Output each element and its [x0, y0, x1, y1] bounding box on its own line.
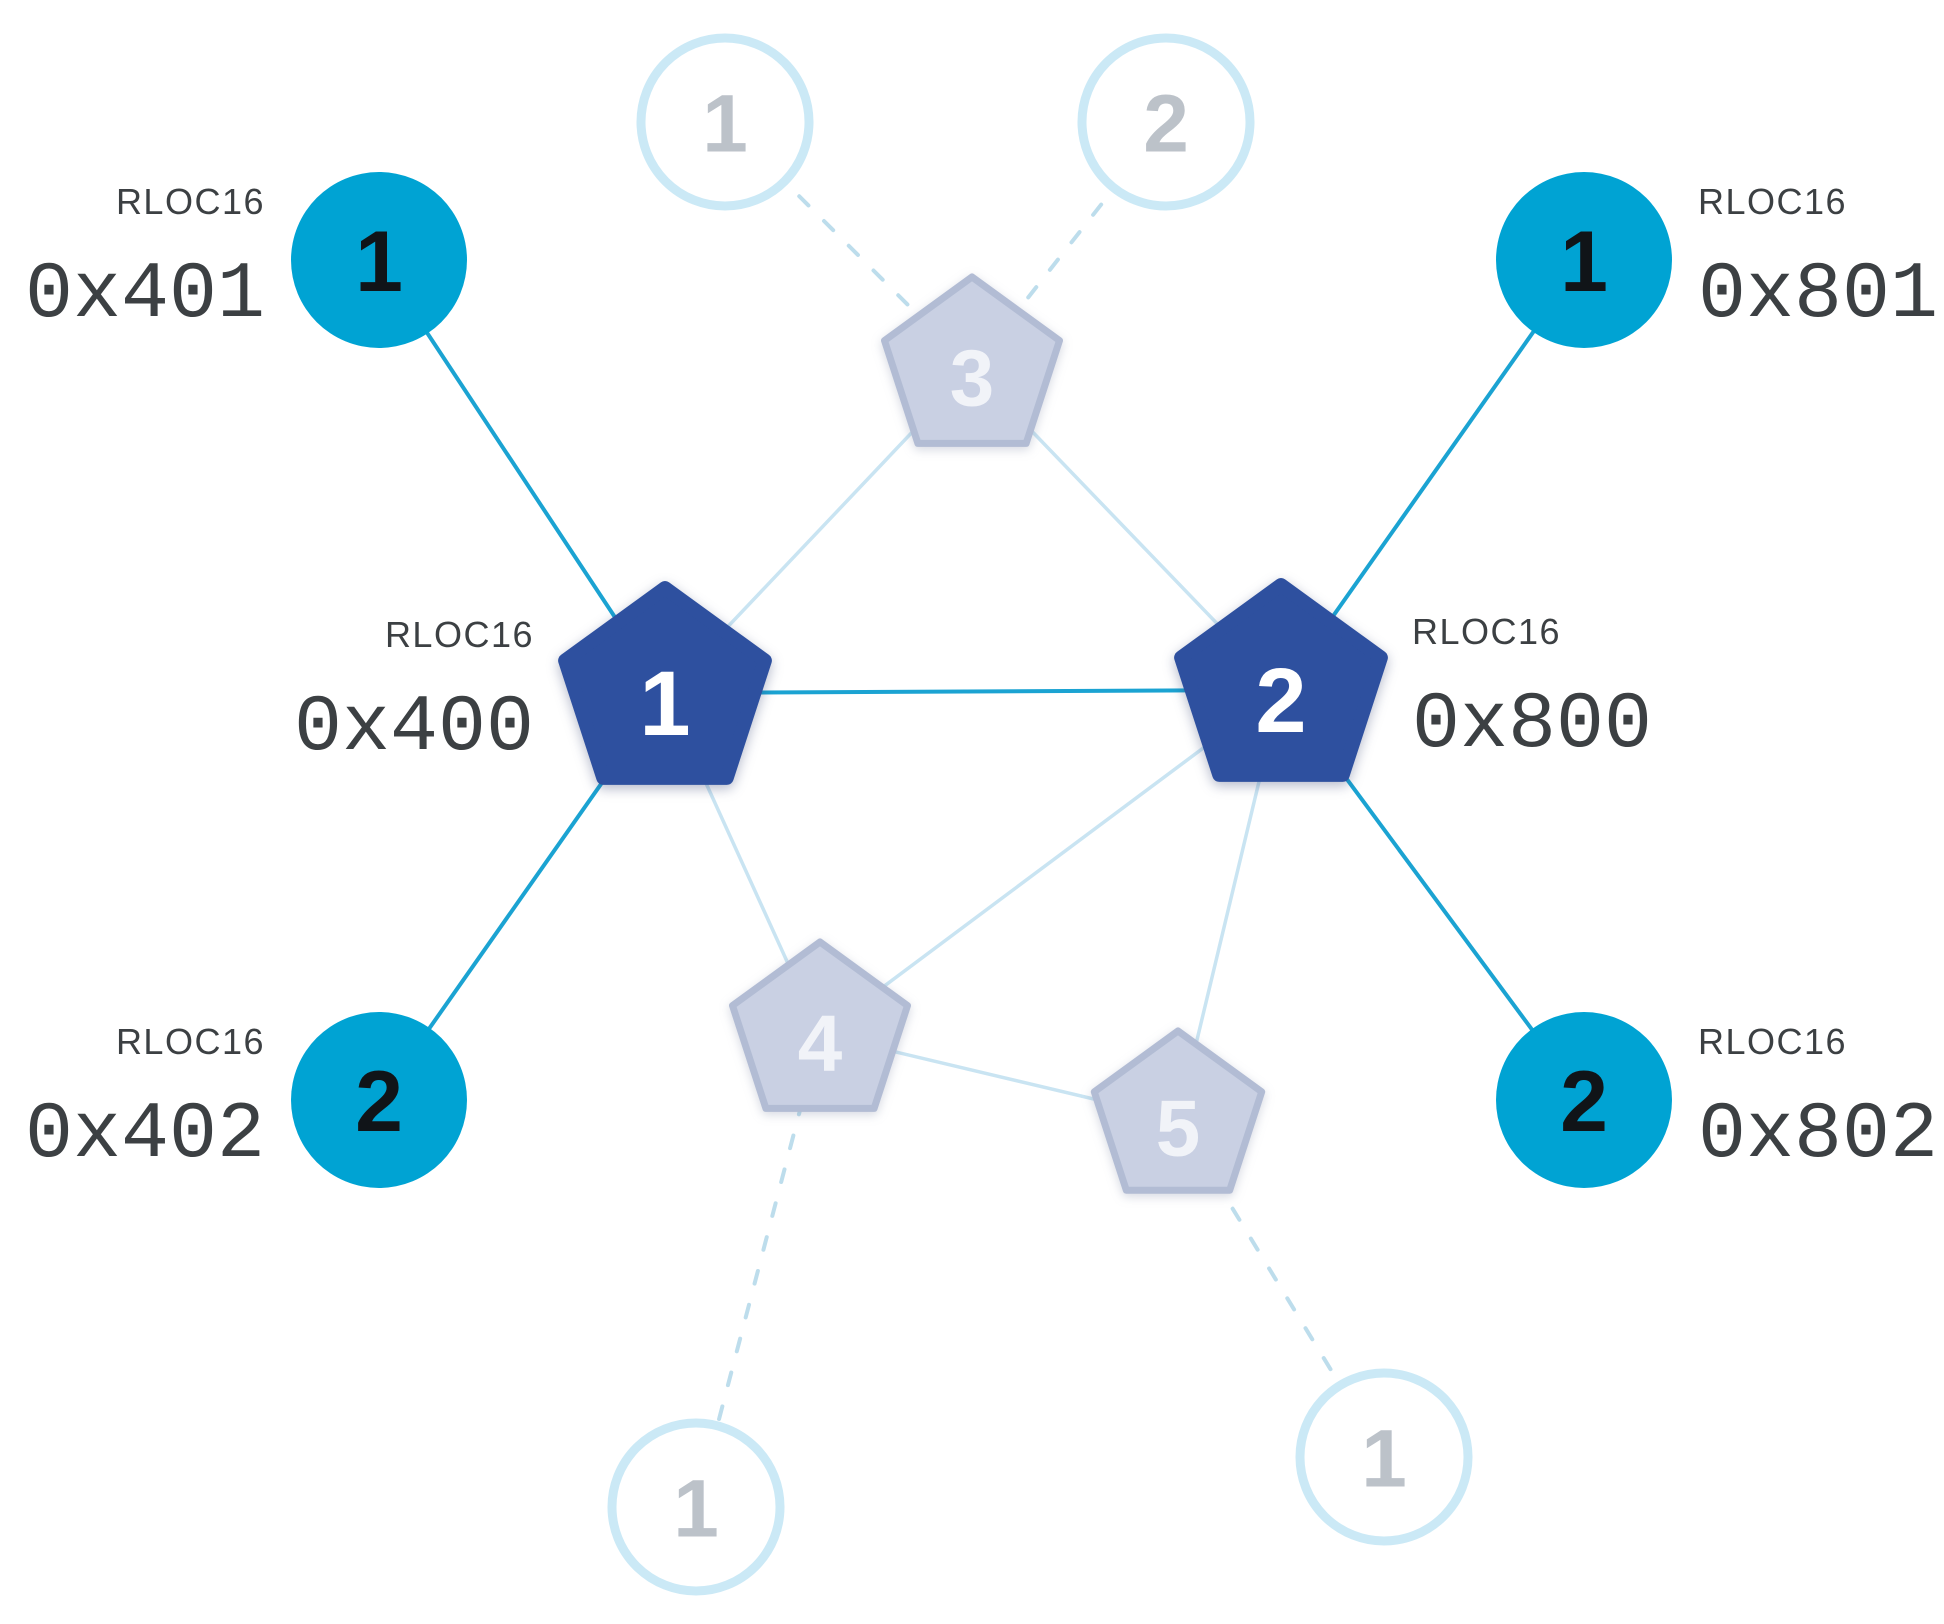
router-pentagon-shape: [729, 938, 911, 1112]
rloc16-value: 0x401: [25, 250, 265, 341]
child-1-of-router-4-node: 1: [607, 1418, 785, 1596]
node-number: 2: [355, 1054, 403, 1150]
child-circle-shape: [291, 172, 467, 348]
rloc16-label: RLOC16: [1412, 611, 1561, 652]
rloc16-value: 0x400: [294, 683, 534, 774]
child-1-of-router-1-node: 1 RLOC16 0x401: [25, 172, 467, 348]
router-2-node: 2 RLOC16 0x800: [1174, 578, 1652, 782]
rloc16-value: 0x802: [1698, 1090, 1938, 1181]
router-5-node: 5: [1090, 1027, 1266, 1194]
rloc16-label: RLOC16: [1698, 181, 1847, 222]
child-2-of-router-2-node: 2 RLOC16 0x802: [1496, 1012, 1938, 1188]
rloc16-value: 0x402: [25, 1090, 265, 1181]
node-number: 1: [639, 653, 690, 755]
child-1-of-router-2-node: 1 RLOC16 0x801: [1496, 172, 1938, 348]
rloc16-label: RLOC16: [385, 614, 534, 655]
child-1-of-router-3-node: 1: [636, 33, 814, 211]
child-1-of-router-5-node: 1: [1295, 1368, 1473, 1546]
child-circle-shape: [1496, 1012, 1672, 1188]
router-pentagon-shape: [558, 581, 772, 785]
child-circle-shape: [636, 33, 814, 211]
router-pentagon-shape: [1090, 1027, 1266, 1194]
node-number: 4: [798, 999, 843, 1088]
node-number: 1: [1361, 1414, 1407, 1505]
child-circle-shape: [1496, 172, 1672, 348]
node-number: 5: [1156, 1084, 1201, 1173]
child-circle-shape: [1295, 1368, 1473, 1546]
child-circle-shape: [291, 1012, 467, 1188]
node-number: 1: [702, 79, 748, 170]
router-4-node: 4: [729, 938, 911, 1112]
node-number: 2: [1143, 79, 1189, 170]
rloc16-label: RLOC16: [116, 1021, 265, 1062]
router-pentagon-shape: [1174, 578, 1388, 782]
rloc16-value: 0x801: [1698, 250, 1938, 341]
child-circle-shape: [607, 1418, 785, 1596]
link-router-1--router-2: [664, 688, 1282, 695]
router-3-node: 3: [881, 273, 1063, 447]
rloc16-value: 0x800: [1412, 680, 1652, 771]
node-number: 1: [673, 1464, 719, 1555]
child-circle-shape: [1077, 33, 1255, 211]
rloc16-label: RLOC16: [116, 181, 265, 222]
child-2-of-router-3-node: 2: [1077, 33, 1255, 211]
child-2-of-router-1-node: 2 RLOC16 0x402: [25, 1012, 467, 1188]
router-pentagon-shape: [881, 273, 1063, 447]
node-number: 1: [1560, 214, 1608, 310]
node-number: 1: [355, 214, 403, 310]
router-1-node: 1 RLOC16 0x400: [294, 581, 772, 785]
node-number: 2: [1560, 1054, 1608, 1150]
node-number: 2: [1255, 650, 1306, 752]
link-router-4--child-1-of-router-4: [694, 1032, 822, 1509]
node-number: 3: [950, 334, 995, 423]
rloc16-label: RLOC16: [1698, 1021, 1847, 1062]
